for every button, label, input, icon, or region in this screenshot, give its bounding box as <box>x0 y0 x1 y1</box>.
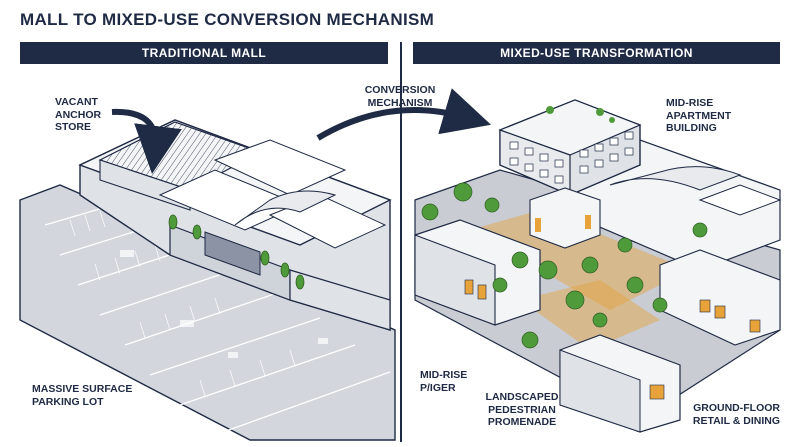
page-title: MALL TO MIXED-USE CONVERSION MECHANISM <box>20 10 435 29</box>
retail-dining-label: GROUND-FLOOR RETAIL & DINING <box>692 402 780 427</box>
panel-divider <box>400 42 402 442</box>
conversion-mechanism-label: CONVERSION MECHANISM <box>364 84 436 109</box>
apartment-building-label: MID-RISE APARTMENT BUILDING <box>666 97 732 134</box>
mixed-use-site <box>414 99 782 433</box>
pedestrian-promenade-label: LANDSCAPED PEDESTRIAN PROMENADE <box>485 391 559 428</box>
parking-lot-label: MASSIVE SURFACE PARKING LOT <box>32 383 133 408</box>
curved-arrow-icon <box>111 108 182 174</box>
apartment-building <box>498 99 642 196</box>
mixed-use-banner: MIXED-USE TRANSFORMATION <box>413 42 780 64</box>
mid-rise-pager-label: MID-RISE P/IGER <box>420 369 468 394</box>
traditional-mall-banner: TRADITIONAL MALL <box>20 42 388 64</box>
curved-arrow-icon <box>316 88 492 141</box>
vacant-anchor-label: VACANT ANCHOR STORE <box>55 96 102 133</box>
